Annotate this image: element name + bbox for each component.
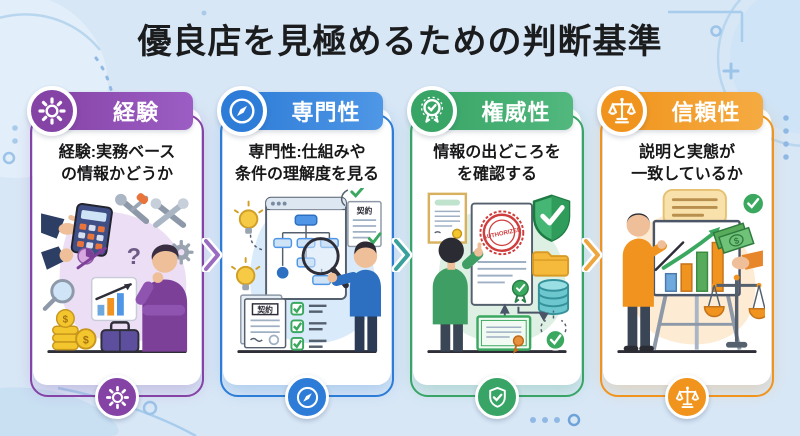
card-trust: 信頼性 説明と実態が 一致しているか [597, 86, 771, 432]
medal-icon [407, 86, 457, 136]
lightbulb-icon [233, 200, 265, 252]
money-hand-icon: $ [712, 191, 765, 270]
trust-illustration: $ [609, 188, 765, 373]
svg-text:$: $ [733, 235, 741, 246]
chevron-right-icon [391, 236, 413, 274]
scales-icon [597, 86, 647, 136]
coins-icon: $ $ [52, 308, 97, 351]
expertise-label: 専門性 [291, 100, 361, 125]
question-mark: ? [127, 243, 141, 269]
authority-header: 権威性 [407, 86, 573, 136]
checklist-icon [290, 301, 327, 351]
authority-label: 権威性 [481, 100, 551, 125]
svg-text:契約: 契約 [256, 305, 273, 315]
card-expertise: 専門性 専門性:仕組みや 条件の理解度を見る [217, 86, 391, 432]
svg-text:契約: 契約 [356, 205, 373, 215]
check-circle-icon [540, 310, 567, 351]
certificate-icon [427, 192, 468, 246]
contract-document: 契約 [340, 188, 382, 248]
experience-label: 経験 [112, 100, 159, 125]
authorized-document: AUTHORIZED [470, 202, 534, 306]
magnifier-icon [42, 279, 75, 311]
chevron-right-icon [201, 236, 223, 274]
authority-card: 権威性 情報の出どころを を確認する [407, 86, 581, 419]
experience-illustration: ? [39, 188, 195, 373]
criteria-columns: 経験 経験:実務ベース の情報かどうか [27, 86, 771, 432]
experience-description: 経験:実務ベース の情報かどうか [58, 144, 176, 183]
plus-decoration [722, 62, 740, 80]
pie-chart-icon [76, 246, 107, 270]
folder-icon [532, 251, 570, 277]
scales-icon [665, 375, 709, 419]
page-title: 優良店を見極めるための判断基準 [137, 23, 663, 61]
authority-illustration: AUTHORIZED [419, 188, 575, 373]
expertise-illustration: 契約 [229, 188, 385, 373]
compass-icon [217, 86, 267, 136]
gear-icon [27, 86, 77, 136]
briefcase-icon [100, 321, 140, 353]
scales-icon [703, 274, 765, 348]
card-authority: 権威性 情報の出どころを を確認する [407, 86, 581, 432]
certificate-icon [476, 315, 532, 354]
expertise-header: 専門性 [217, 86, 383, 136]
wrench-icon [150, 198, 189, 228]
experience-header: 経験 [27, 86, 193, 136]
expertise-description: 専門性:仕組みや 条件の理解度を見る [234, 144, 379, 183]
shield-check-icon [532, 194, 571, 242]
trust-card: 信頼性 説明と実態が 一致しているか [597, 86, 771, 419]
expertise-card: 専門性 専門性:仕組みや 条件の理解度を見る [217, 86, 391, 419]
trust-label: 信頼性 [671, 100, 741, 125]
chevron-right-icon [581, 236, 603, 274]
svg-text:$: $ [63, 314, 69, 325]
wrench-icon [115, 193, 150, 225]
gear-icon [95, 375, 139, 419]
lightbulb-icon [231, 257, 261, 291]
thinking-person [135, 244, 188, 352]
card-experience: 経験 経験:実務ベース の情報かどうか [27, 86, 201, 432]
trust-header: 信頼性 [597, 86, 763, 136]
bar-chart-icon [90, 276, 138, 322]
experience-card: 経験 経験:実務ベース の情報かどうか [27, 86, 201, 419]
database-icon [537, 279, 570, 316]
authority-description: 情報の出どころを を確認する [433, 144, 561, 183]
pointing-person [432, 237, 484, 352]
shield-check-icon [475, 375, 519, 419]
trust-description: 説明と実態が 一致しているか [631, 144, 743, 183]
presenter-person [622, 213, 685, 352]
compass-icon [285, 375, 329, 419]
pointing-person [327, 241, 381, 352]
calculator-icon [41, 202, 113, 270]
svg-text:$: $ [83, 334, 89, 346]
contract-document: 契約 [240, 294, 287, 349]
